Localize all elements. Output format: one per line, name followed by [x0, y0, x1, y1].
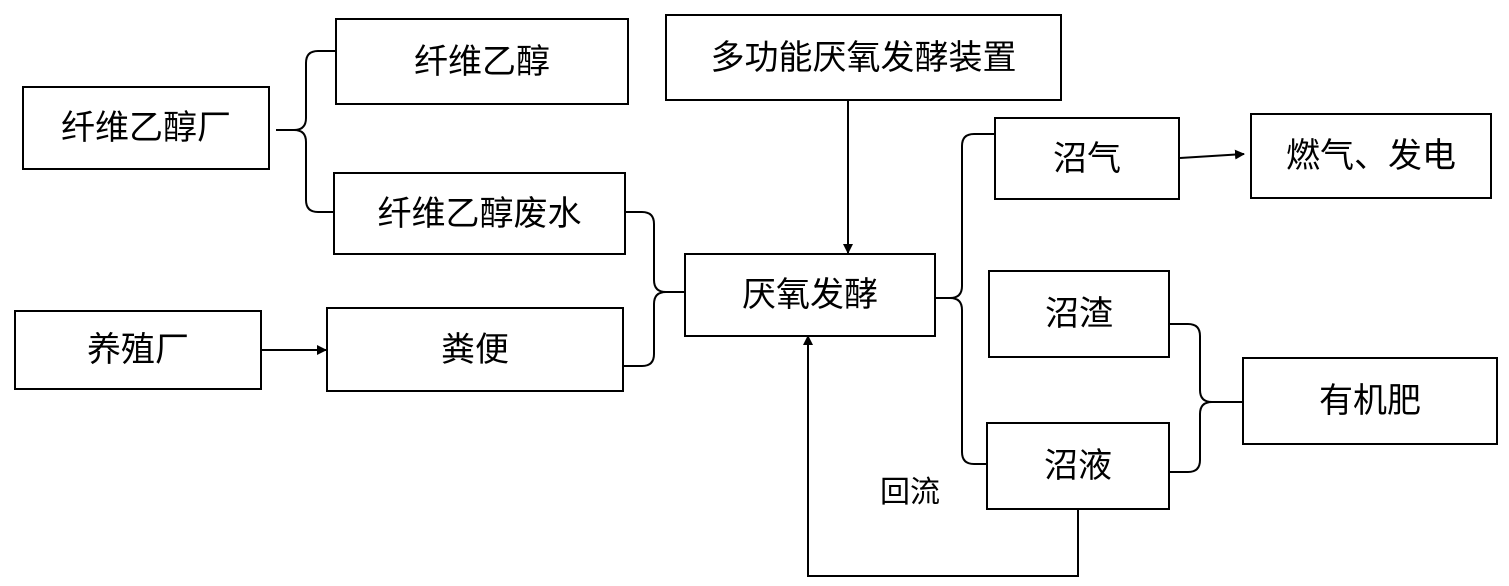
node-label: 多功能厌氧发酵装置 [710, 37, 1017, 78]
node-label: 燃气、发电 [1286, 136, 1456, 176]
node-label: 纤维乙醇废水 [377, 193, 582, 234]
node-label: 沼气 [1053, 138, 1121, 179]
node-label: 沼液 [1044, 446, 1112, 486]
brace-ethanol-plant-split [276, 50, 335, 213]
node-label: 沼渣 [1045, 294, 1113, 334]
node-label: 粪便 [441, 329, 509, 370]
node-biogas-residue: 沼渣 [988, 270, 1170, 358]
node-label: 有机肥 [1319, 381, 1421, 421]
node-cellulosic-ethanol: 纤维乙醇 [335, 18, 629, 105]
node-label: 厌氧发酵 [742, 275, 878, 315]
node-cellulosic-ethanol-plant: 纤维乙醇厂 [22, 86, 270, 170]
node-anaerobic-fermentation: 厌氧发酵 [684, 253, 936, 337]
node-cellulosic-ethanol-wastewater: 纤维乙醇废水 [333, 172, 626, 255]
node-biogas-slurry: 沼液 [986, 422, 1170, 510]
brace-feed-merge [624, 211, 684, 367]
reflux-loop-line [803, 335, 1079, 577]
node-multifunctional-anaerobic-device: 多功能厌氧发酵装置 [665, 14, 1062, 101]
node-label: 养殖厂 [87, 330, 189, 370]
arrow-biogas-to-power [1179, 149, 1245, 160]
brace-fertilizer-merge [1170, 323, 1242, 473]
brace-fermentation-output [936, 133, 994, 465]
node-manure: 粪便 [326, 307, 624, 392]
node-gas-power-generation: 燃气、发电 [1250, 113, 1492, 199]
node-label: 纤维乙醇 [414, 41, 550, 82]
node-label: 纤维乙醇厂 [61, 108, 231, 148]
reflux-label: 回流 [880, 475, 940, 510]
node-livestock-farm: 养殖厂 [14, 310, 262, 390]
node-biogas: 沼气 [994, 117, 1180, 200]
node-organic-fertilizer: 有机肥 [1242, 357, 1498, 445]
